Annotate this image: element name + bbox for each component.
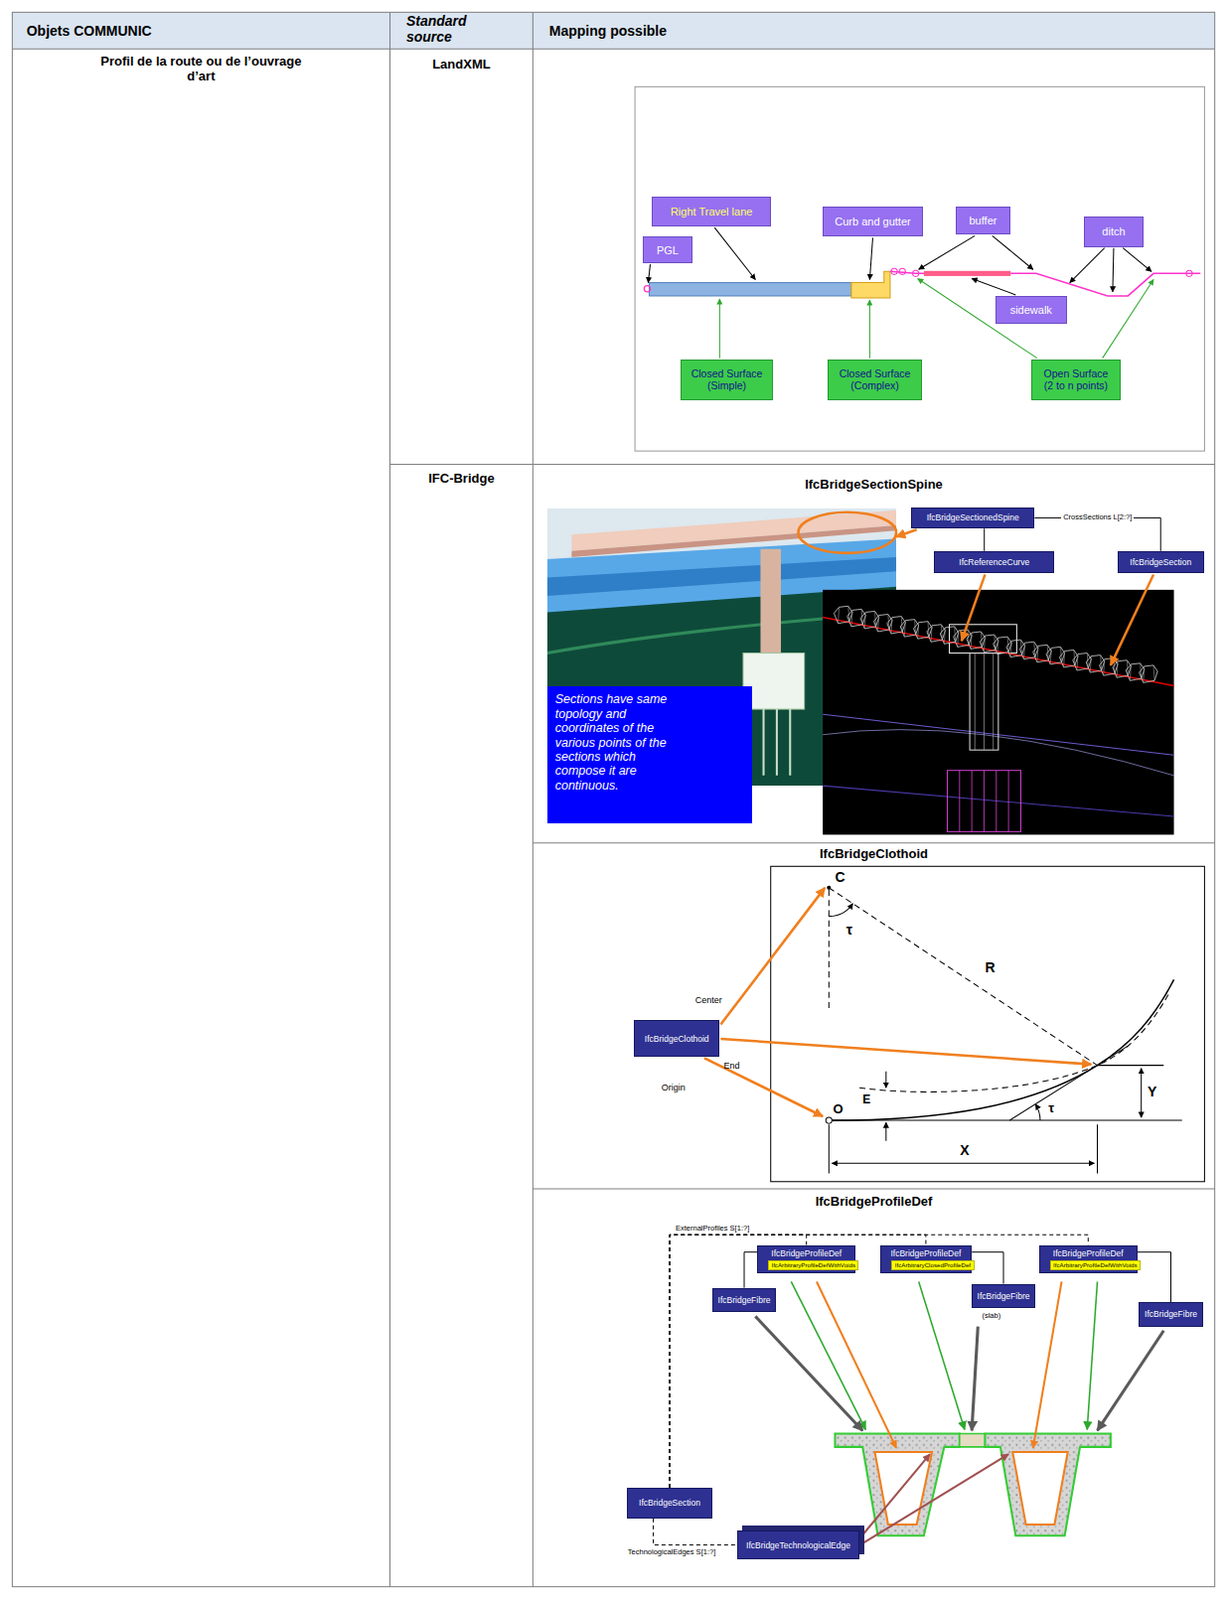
dimension-label: R [985,959,996,976]
class-box: IfcBridgeProfileDefIfcArbitraryClosedPro… [880,1245,972,1274]
node-text: Closed Surface (Complex) [836,367,915,393]
node-text: Curb and gutter [834,215,911,228]
node-text: IfcArbitraryProfileDefWithVoids [1053,1261,1138,1270]
panel-title: IfcBridgeProfileDef [815,1195,933,1211]
connector [1137,1252,1172,1303]
label-box: ditch [1083,216,1144,248]
fibre-label: (slab) [981,1312,1001,1322]
table-grid [11,11,1215,1587]
class-box: IfcBridgeProfileDefIfcArbitraryProfileDe… [757,1245,856,1274]
class-box: IfcBridgeFibre [1138,1302,1204,1328]
node-text: buffer [968,214,997,227]
class-box: IfcBridgeClothoid [633,1020,720,1058]
connector [971,1252,1004,1285]
panel-title: IfcBridgeClothoid [819,847,928,863]
node-text: IfcBridgeSection [1129,557,1192,568]
node-text: Closed Surface (Simple) [688,367,767,393]
column-header: Objets COMMUNIC [26,22,153,39]
profile-type-box: IfcArbitraryProfileDefWithVoids [1050,1260,1141,1271]
node-text: IfcReferenceCurve [958,557,1030,568]
cross-section-figure [755,1281,1164,1543]
standard-name: LandXML [432,57,491,73]
profile-type-box: IfcArbitraryClosedProfileDef [891,1260,975,1271]
standard-name: IFC-Bridge [428,471,494,487]
landxml-section [634,86,1205,452]
node-text: IfcBridgeClothoid [644,1034,710,1045]
dimension-label: Y [1147,1083,1157,1100]
connector [744,1252,758,1289]
angle-label: τ [846,921,853,938]
dimension-label: X [959,1142,969,1159]
class-box: IfcBridgeTechnologicalEdge [737,1531,860,1560]
class-box: IfcBridgeSection [626,1488,713,1520]
node-text: sidewalk [1010,304,1053,316]
node-text: IfcBridgeSection [638,1498,701,1509]
node-text: ditch [1101,225,1125,238]
label-box: sidewalk [995,296,1068,324]
node-text: IfcBridgeProfileDef [762,1248,851,1259]
connector [669,1234,1088,1489]
connector [653,1519,738,1546]
label-box: buffer [955,206,1011,236]
point-label: O [832,1102,843,1118]
clothoid-figure [704,866,1205,1182]
profile-type-box: IfcArbitraryProfileDefWithVoids [767,1260,859,1271]
arrow-label: End [723,1061,740,1072]
label-box: Curb and gutter [822,206,924,238]
label-box: Right Travel lane [651,196,771,227]
node-text: Right Travel lane [670,205,754,218]
surface-box: Closed Surface (Simple) [680,359,772,401]
angle-label: τ [1048,1101,1055,1117]
class-box: IfcBridgeFibre [971,1284,1037,1310]
node-text: IfcArbitraryProfileDefWithVoids [770,1261,856,1270]
connector [1034,517,1161,551]
column-header: Standard source [406,12,504,45]
bridge-3d-view [547,508,1175,836]
connector-label: ExternalProfiles S[1:?] [673,1225,752,1234]
surface-box: Closed Surface (Complex) [827,359,922,401]
panel-title: IfcBridgeSectionSpine [804,477,943,493]
class-box: IfcBridgeSection [1117,551,1205,575]
node-text: Open Surface (2 to n points) [1041,367,1111,393]
connector-label: CrossSections L[2:?] [1061,513,1134,523]
class-box: IfcBridgeSectionedSpine [911,507,1035,530]
arrow-label: Center [695,995,723,1006]
note-box: Sections have same topology and coordina… [547,686,754,824]
node-text: Sections have same topology and coordina… [555,692,683,793]
row-header: Profil de la route ou de l’ouvrage d’art [94,54,309,85]
connector [983,528,985,552]
surface-box: Open Surface (2 to n points) [1031,359,1121,401]
class-box: IfcBridgeFibre [712,1288,777,1314]
node-text: IfcBridgeSectionedSpine [926,512,1020,523]
node-text: PGL [656,244,679,257]
node-text: IfcBridgeFibre [977,1291,1031,1302]
node-text: IfcArbitraryClosedProfileDef [894,1261,972,1270]
class-box: IfcReferenceCurve [933,551,1055,575]
point-label: C [834,869,845,886]
node-text: IfcBridgeTechnologicalEdge [746,1540,851,1551]
arrow-label: Origin [661,1082,686,1093]
node-text: IfcBridgeFibre [1144,1309,1198,1320]
label-box: PGL [642,236,692,264]
node-text: IfcBridgeProfileDef [1044,1248,1133,1259]
class-box: IfcBridgeProfileDefIfcArbitraryProfileDe… [1039,1245,1138,1274]
column-header: Mapping possible [549,22,667,39]
node-text: IfcBridgeFibre [718,1295,771,1306]
node-text: IfcBridgeProfileDef [885,1248,967,1259]
dimension-label: E [862,1093,871,1108]
connector-label: TechnologicalEdges S[1:?] [625,1548,718,1558]
